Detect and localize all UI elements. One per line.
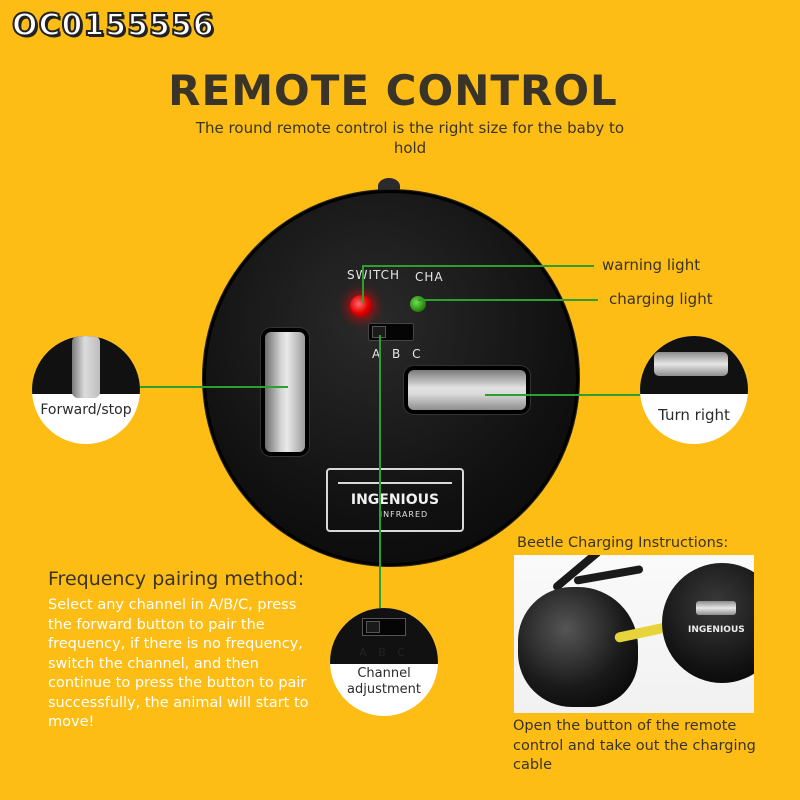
mini-remote-button: [696, 601, 736, 615]
charging-connector: [418, 299, 598, 301]
mini-remote: [662, 563, 754, 683]
frequency-title: Frequency pairing method:: [48, 568, 305, 590]
page-title: REMOTE CONTROL: [168, 66, 618, 115]
brand-sub: INFRARED: [379, 510, 429, 519]
switch-label: SWITCH: [347, 268, 401, 282]
charging-light-label: charging light: [609, 290, 713, 308]
turn-right-label: Turn right: [658, 406, 730, 424]
warning-connector: [362, 265, 594, 267]
cha-label: CHA: [415, 270, 444, 284]
page-subtitle: The round remote control is the right si…: [195, 119, 625, 157]
warning-connector-vertical: [362, 265, 364, 303]
beetle-icon: [518, 587, 638, 707]
turn-right-button[interactable]: [408, 370, 526, 410]
forward-stop-inset: Forward/stop: [32, 336, 140, 444]
product-code: OC0155556: [11, 7, 215, 44]
warning-light-icon: [350, 295, 372, 317]
forward-connector: [138, 386, 288, 388]
mini-brand: INGENIOUS: [688, 625, 745, 635]
beetle-title: Beetle Charging Instructions:: [517, 535, 729, 551]
beetle-caption: Open the button of the remote control an…: [513, 718, 756, 773]
channel-adjustment-label: Channel adjustment: [347, 666, 421, 697]
brand-plate: INGENIOUS INFRARED: [326, 468, 464, 532]
turn-right-inset: Turn right: [640, 336, 748, 444]
channel-switch[interactable]: [368, 323, 414, 341]
right-connector: [485, 394, 643, 396]
channel-connector: [379, 335, 381, 615]
warning-light-label: warning light: [602, 256, 701, 274]
beetle-charging-photo: INGENIOUS: [514, 555, 754, 713]
abc-label: A B C: [372, 347, 425, 361]
forward-stop-label: Forward/stop: [40, 402, 132, 418]
channel-adjustment-inset: A B C Channel adjustment: [330, 608, 438, 716]
forward-stop-button[interactable]: [265, 332, 305, 452]
brand-name: INGENIOUS: [350, 492, 440, 508]
frequency-body: Select any channel in A/B/C, press the f…: [48, 597, 309, 730]
channel-abc-label: A B C: [359, 646, 409, 659]
